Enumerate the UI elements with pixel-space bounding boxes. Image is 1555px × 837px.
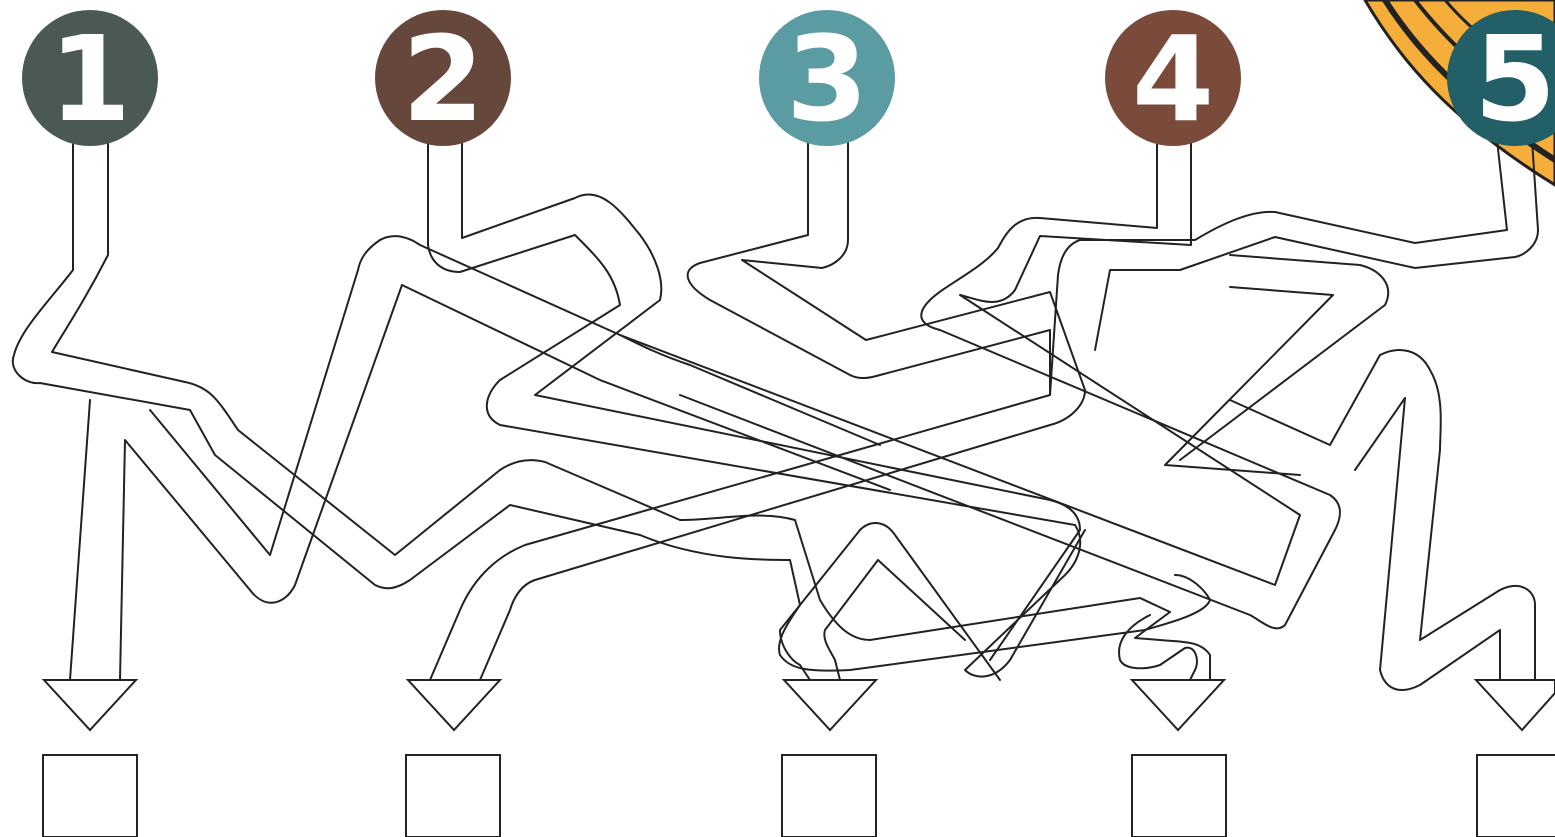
start-circle-1: 1: [22, 10, 158, 148]
path-5-inner: [1095, 140, 1538, 350]
start-circle-2: 2: [375, 10, 511, 148]
path-1-inner: [52, 140, 1170, 640]
start-number-4: 4: [1132, 10, 1214, 148]
answer-box-1[interactable]: [43, 755, 137, 837]
maze-paths: [13, 140, 1538, 690]
arrow-down-icon: [1132, 680, 1224, 730]
answer-box-5[interactable]: [1477, 755, 1555, 837]
start-circle-3: 3: [759, 10, 895, 148]
arrows: [44, 680, 1555, 730]
answer-boxes: [43, 755, 1555, 837]
path-2-outer: [428, 140, 1085, 677]
start-number-3: 3: [786, 10, 868, 148]
arrow-down-icon: [408, 680, 500, 730]
answer-box-4[interactable]: [1132, 755, 1226, 837]
start-circles: 1 2 3 4 5: [22, 10, 1555, 148]
path-3-outer: [430, 140, 1050, 680]
arrow-down-icon: [784, 680, 876, 730]
start-number-1: 1: [49, 10, 131, 148]
start-circle-4: 4: [1105, 10, 1241, 148]
start-number-5: 5: [1474, 10, 1555, 148]
path-4-outer: [680, 140, 1340, 628]
arrow-down-icon: [44, 680, 136, 730]
arrow-down-icon: [1476, 680, 1555, 730]
start-number-2: 2: [402, 10, 484, 148]
answer-box-3[interactable]: [782, 755, 876, 837]
answer-box-2[interactable]: [406, 755, 500, 837]
path-5-outer: [1050, 140, 1507, 395]
path-1-outer: [13, 140, 1210, 671]
